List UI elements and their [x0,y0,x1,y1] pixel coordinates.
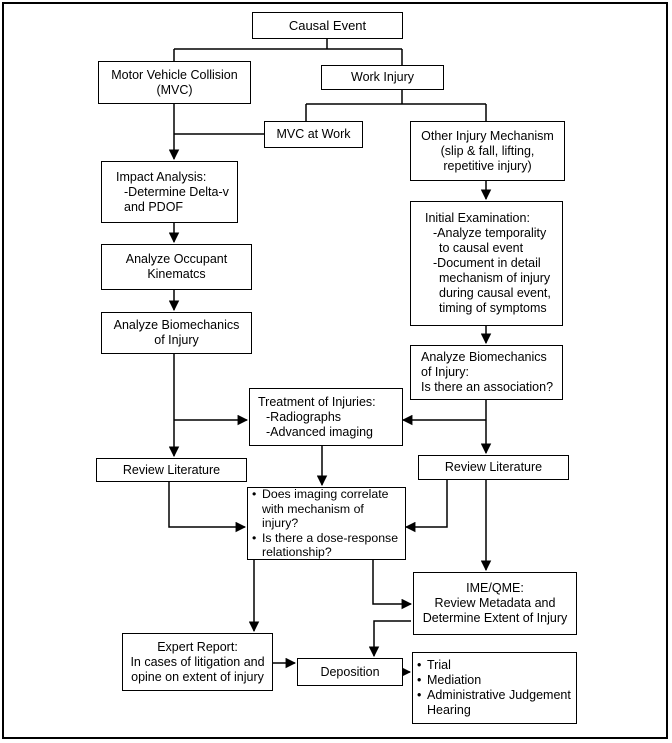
node-expert-report: Expert Report: In cases of litigation an… [122,633,273,691]
arrow-questions-ime [372,560,413,610]
outcome-item: Trial [417,658,572,673]
question-item: Does imaging correlate with mechanism of… [252,487,401,531]
node-initial-examination: Initial Examination: -Analyze temporalit… [410,201,563,326]
node-label: Review Metadata and [434,596,556,610]
node-other-injury-mechanism: Other Injury Mechanism (slip & fall, lif… [410,121,565,181]
node-line: and PDOF [124,199,184,214]
node-label: Motor Vehicle Collision [111,67,238,82]
node-label: MVC at Work [276,127,351,141]
arrow-review-right-questions [404,480,448,533]
node-line: timing of symptoms [439,301,547,315]
node-label: (MVC) [156,82,193,97]
node-treatment-of-injuries: Treatment of Injuries: -Radiographs -Adv… [249,388,403,446]
arrow-ime-deposition [368,620,411,658]
node-label: Review Literature [122,462,221,477]
node-label: Kinematcs [147,267,206,281]
node-review-literature-right: Review Literature [418,455,569,480]
node-analyze-biomechanics-right: Analyze Biomechanics of Injury: Is there… [410,345,563,400]
node-title: Initial Examination: [425,211,530,225]
node-review-literature-left: Review Literature [96,458,247,482]
node-label: In cases of litigation and [130,654,265,669]
node-line: mechanism of injury [439,271,551,285]
node-analyze-occupant-kinematics: Analyze Occupant Kinematcs [101,244,252,290]
line-causal-split [173,39,403,65]
node-line: -Analyze temporality [433,226,547,240]
outcome-item: Mediation [417,673,572,688]
node-line: -Determine Delta-v [124,184,229,199]
node-outcomes: Trial Mediation Administrative Judgement… [412,652,577,724]
node-line: -Document in detail [433,256,541,270]
arrow-review-left-questions [168,480,247,533]
node-label: of Injury [154,333,199,347]
node-label: Analyze Biomechanics [113,318,240,332]
node-mvc-at-work: MVC at Work [264,121,363,148]
node-correlation-questions: Does imaging correlate with mechanism of… [247,487,406,560]
node-label: repetitive injury) [443,158,532,173]
node-label: Causal Event [288,18,367,33]
outcome-list: Trial Mediation Administrative Judgement… [417,658,572,718]
question-list: Does imaging correlate with mechanism of… [252,487,401,560]
outcome-item: Administrative Judgement Hearing [417,688,572,718]
node-label: Determine Extent of Injury [422,611,568,625]
node-label: IME/QME: [466,581,524,595]
node-label: Work Injury [351,70,414,84]
node-label: Other Injury Mechanism [421,128,554,143]
node-label: Analyze Occupant [125,252,228,266]
node-label: Expert Report: [157,639,238,654]
node-impact-analysis: Impact Analysis: -Determine Delta-v and … [101,161,238,223]
node-label: Review Literature [444,460,543,474]
node-ime-qme: IME/QME: Review Metadata and Determine E… [413,572,577,635]
node-line: -Radiographs [266,409,342,424]
node-line: to causal event [439,241,524,255]
node-deposition: Deposition [297,658,403,686]
line-work-split [305,90,487,121]
node-title: Treatment of Injuries: [258,394,376,409]
node-causal-event: Causal Event [252,12,403,39]
node-work-injury: Work Injury [321,65,444,90]
question-item: Is there a dose-response relationship? [252,531,401,560]
node-motor-vehicle-collision: Motor Vehicle Collision (MVC) [98,61,251,104]
node-line: -Advanced imaging [266,424,374,439]
node-label: opine on extent of injury [131,669,264,684]
node-title: Impact Analysis: [116,169,207,184]
node-label: Is there an association? [421,380,554,394]
node-line: during causal event, [439,286,551,300]
node-label: Analyze Biomechanics [421,350,547,364]
node-label: Deposition [320,664,380,679]
node-analyze-biomechanics-left: Analyze Biomechanics of Injury [101,312,252,354]
node-label: (slip & fall, lifting, [440,143,535,158]
node-label: of Injury: [421,365,469,379]
